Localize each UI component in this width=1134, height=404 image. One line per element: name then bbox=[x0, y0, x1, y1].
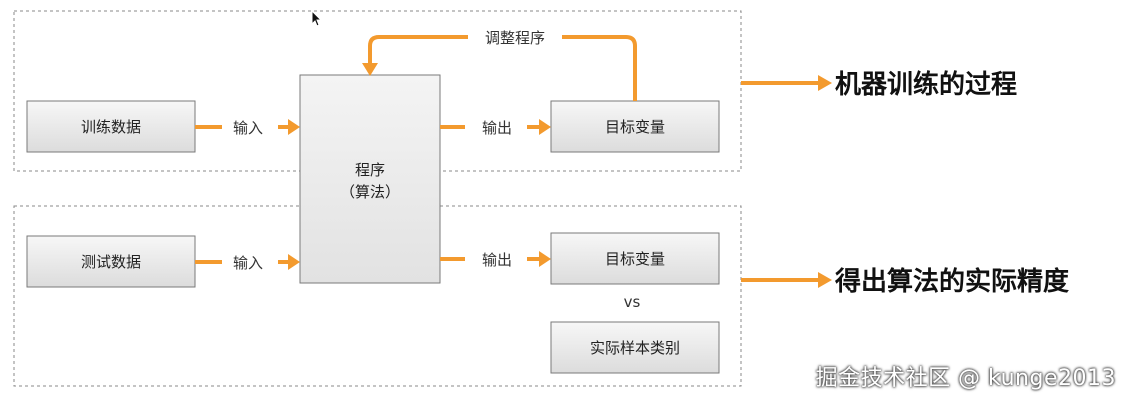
training-input-arrowhead bbox=[288, 119, 300, 135]
testing-caption: 得出算法的实际精度 bbox=[834, 266, 1069, 297]
training-input-label: 输入 bbox=[233, 119, 263, 137]
program-line2: （算法） bbox=[340, 183, 400, 201]
training-output-arrowhead bbox=[539, 119, 551, 135]
testing-data-box: 测试数据 bbox=[26, 235, 196, 288]
program-line1: 程序 bbox=[355, 161, 385, 179]
testing-frame bbox=[13, 205, 742, 387]
actual-class-box: 实际样本类别 bbox=[550, 321, 720, 374]
feedback-arrow-left bbox=[368, 35, 468, 65]
testing-output-label: 输出 bbox=[482, 251, 512, 269]
training-target-label: 目标变量 bbox=[605, 118, 665, 136]
feedback-arrowhead bbox=[362, 63, 378, 76]
testing-input-arrowhead bbox=[288, 254, 300, 270]
watermark: 掘金技术社区 @ kunge2013 bbox=[815, 366, 1116, 391]
actual-class-label: 实际样本类别 bbox=[590, 339, 680, 357]
testing-caption-arrowhead bbox=[818, 272, 832, 288]
mouse-cursor-icon bbox=[311, 10, 323, 27]
testing-data-label: 测试数据 bbox=[81, 253, 141, 271]
program-box: 程序 （算法） bbox=[299, 74, 441, 284]
training-caption-arrowhead bbox=[818, 75, 832, 91]
testing-target-box: 目标变量 bbox=[550, 232, 720, 285]
training-data-label: 训练数据 bbox=[81, 118, 141, 136]
training-target-box: 目标变量 bbox=[550, 100, 720, 153]
training-output-label: 输出 bbox=[482, 119, 512, 137]
training-caption: 机器训练的过程 bbox=[835, 69, 1017, 100]
vs-label: vs bbox=[624, 293, 641, 311]
testing-target-label: 目标变量 bbox=[605, 250, 665, 268]
training-data-box: 训练数据 bbox=[26, 100, 196, 153]
feedback-arrow-right bbox=[562, 35, 637, 101]
feedback-label: 调整程序 bbox=[485, 29, 545, 47]
testing-input-label: 输入 bbox=[233, 254, 263, 272]
testing-output-arrowhead bbox=[539, 251, 551, 267]
